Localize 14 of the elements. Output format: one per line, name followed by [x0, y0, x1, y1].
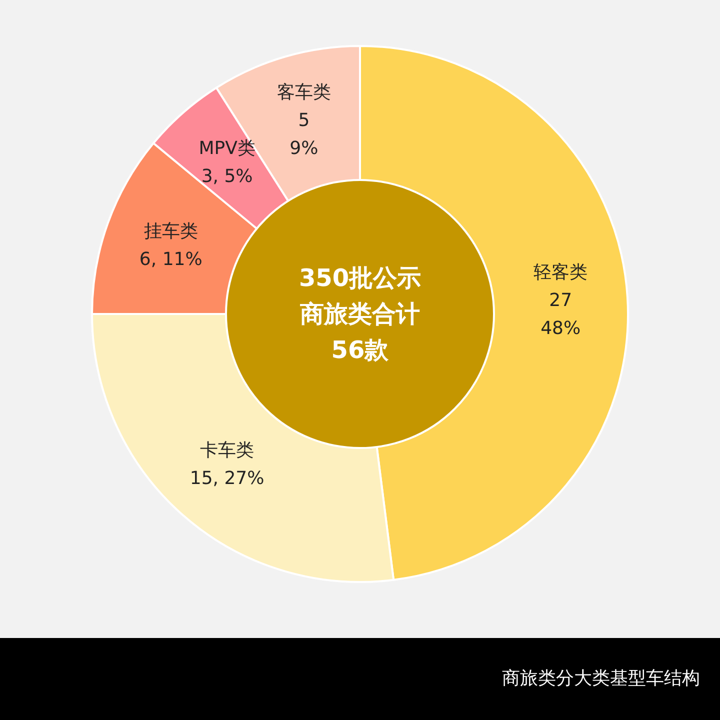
category-label: 客车类 — [276, 80, 331, 105]
caption-bar: 商旅类分大类基型车结构 — [0, 638, 720, 720]
category-label: 挂车类 — [142, 220, 199, 244]
value-label: 27 — [548, 289, 574, 314]
value-label: 3, 5% — [200, 165, 254, 190]
category-label: 卡车类 — [199, 438, 256, 463]
category-label: 轻客类 — [534, 261, 588, 286]
value-label: 15, 27% — [190, 466, 264, 491]
value-label: 9% — [288, 136, 320, 161]
value-label: 5 — [297, 108, 311, 133]
value-label: 48% — [540, 317, 582, 342]
value-label: 6, 11% — [139, 248, 202, 272]
category-label: MPV类 — [198, 137, 256, 162]
center-title: 350批公示商旅类合计56款 — [298, 263, 422, 366]
